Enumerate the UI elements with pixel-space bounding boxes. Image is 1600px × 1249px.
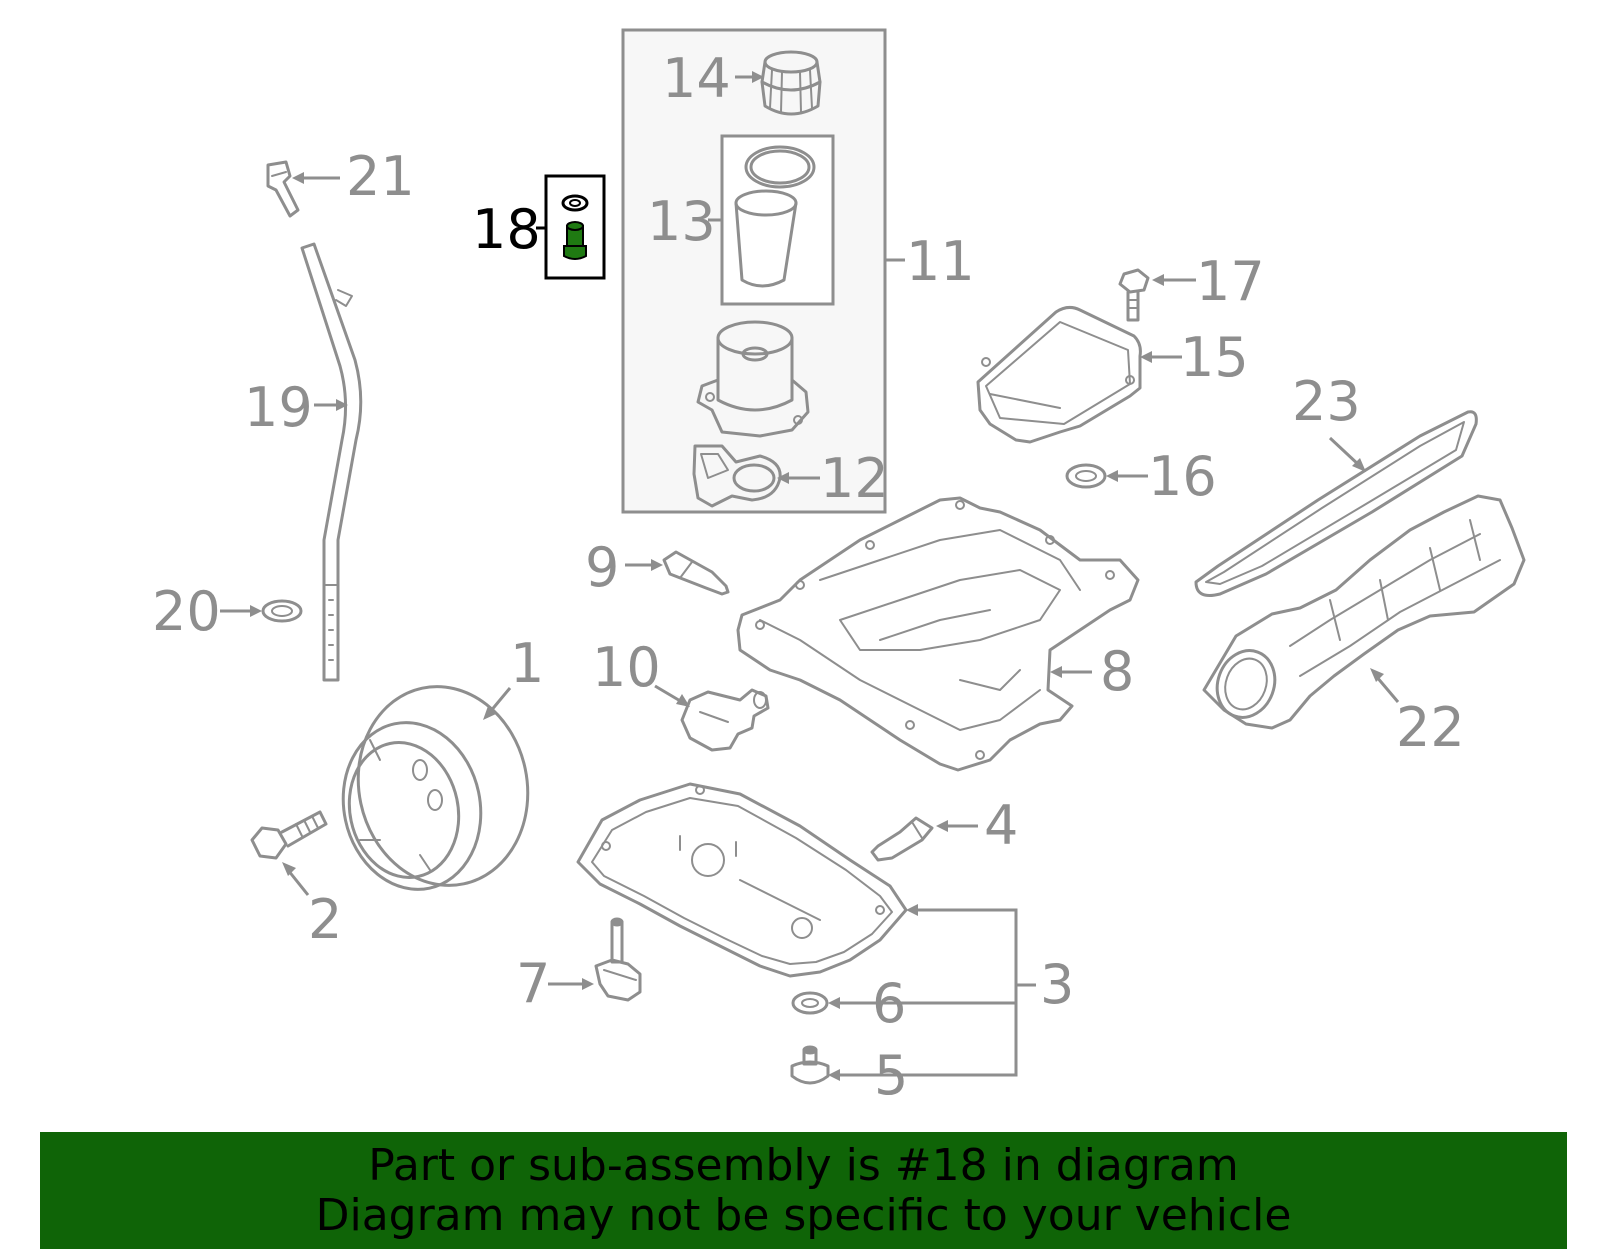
callout-18: 18	[472, 198, 541, 261]
callout-20: 20	[152, 580, 221, 643]
part-5-drain-plug[interactable]	[790, 1045, 830, 1085]
part-19-dipstick-tube[interactable]	[300, 242, 363, 682]
callout-6: 6	[872, 972, 906, 1035]
callout-7: 7	[516, 952, 550, 1015]
callout-2: 2	[308, 888, 342, 951]
callout-14: 14	[662, 47, 731, 110]
callout-5: 5	[874, 1044, 908, 1107]
callout-22: 22	[1396, 696, 1465, 759]
part-17-cooler-bolt[interactable]	[1118, 268, 1150, 322]
part-16-cooler-seal[interactable]	[1065, 463, 1107, 489]
callout-8: 8	[1100, 640, 1134, 703]
part-6-drain-washer[interactable]	[791, 991, 829, 1015]
callout-4: 4	[984, 794, 1018, 857]
part-8-upper-oil-pan[interactable]	[736, 496, 1140, 772]
part-7-oil-level-sensor[interactable]	[594, 917, 642, 1002]
callout-15: 15	[1180, 326, 1249, 389]
part-10-oil-sensor[interactable]	[680, 688, 770, 752]
part-23-gasket[interactable]	[1194, 410, 1478, 597]
part-9-sealant-tube[interactable]	[662, 550, 730, 596]
part-4-sealant-tube[interactable]	[870, 816, 934, 862]
callout-13: 13	[647, 190, 716, 253]
part-22-heat-shield[interactable]	[1202, 494, 1526, 730]
callout-3: 3	[1040, 953, 1074, 1016]
callout-16: 16	[1148, 445, 1217, 508]
part-14-filter-cap[interactable]	[760, 50, 822, 116]
callout-12: 12	[820, 447, 889, 510]
info-banner-line-1: Part or sub-assembly is #18 in diagram	[368, 1139, 1239, 1191]
info-banner: Part or sub-assembly is #18 in diagram D…	[40, 1132, 1567, 1249]
part-11-filter-housing[interactable]	[696, 320, 810, 438]
callout-21: 21	[346, 145, 415, 208]
part-21-oil-level-sensor[interactable]	[266, 160, 300, 218]
callout-19: 19	[244, 376, 313, 439]
part-13-filter-element[interactable]	[734, 145, 816, 288]
info-banner-line-2: Diagram may not be specific to your vehi…	[315, 1189, 1292, 1241]
part-1-vibration-damper[interactable]	[328, 671, 546, 903]
part-2-damper-bolt[interactable]	[250, 810, 328, 860]
part-3-lower-oil-pan[interactable]	[576, 782, 908, 978]
callout-10: 10	[592, 636, 661, 699]
callout-23: 23	[1292, 370, 1361, 433]
callout-11: 11	[906, 230, 975, 293]
part-15-oil-cooler[interactable]	[976, 305, 1142, 444]
callout-1: 1	[510, 632, 544, 695]
part-18-drain-plug[interactable]	[561, 194, 589, 260]
callout-9: 9	[585, 536, 619, 599]
callout-17: 17	[1196, 250, 1265, 313]
part-20-seal-ring[interactable]	[261, 599, 303, 623]
